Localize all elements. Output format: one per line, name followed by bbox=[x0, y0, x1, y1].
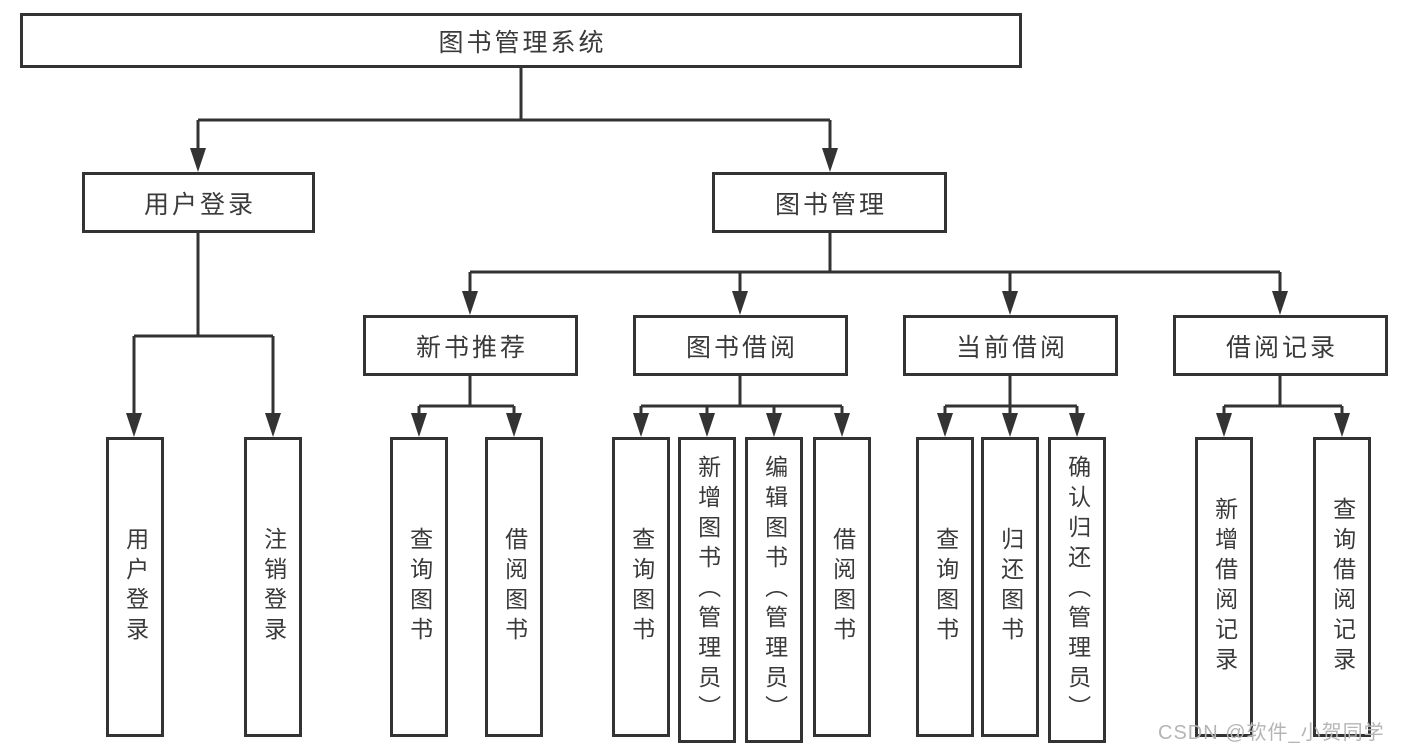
leaf-label: 用户登录 bbox=[122, 527, 149, 647]
leaf-label: 新增图书（管理员） bbox=[694, 455, 721, 725]
leaf-label: 确认归还（管理员） bbox=[1064, 455, 1091, 725]
arrow-down-icon bbox=[1002, 291, 1018, 315]
arrow-down-icon bbox=[1334, 413, 1350, 437]
leaf-label: 查询图书 bbox=[406, 527, 433, 647]
leaf-label: 借阅图书 bbox=[829, 527, 856, 647]
arrow-down-icon bbox=[766, 413, 782, 437]
leaf-label: 查询图书 bbox=[628, 527, 655, 647]
node-label: 当前借阅 bbox=[955, 333, 1068, 362]
arrowheads bbox=[126, 148, 1350, 437]
connector-user-login-to-leaves bbox=[132, 233, 275, 415]
node-book-borrowing: 图书借阅 bbox=[633, 315, 848, 376]
leaf-label: 归还图书 bbox=[997, 527, 1024, 647]
leaf-label: 查询图书 bbox=[932, 527, 959, 647]
leaf-label: 借阅图书 bbox=[501, 527, 528, 647]
leaf-borrow-books: 借阅图书 bbox=[813, 437, 871, 737]
arrow-down-icon bbox=[265, 413, 281, 437]
arrow-down-icon bbox=[411, 413, 427, 437]
node-label: 新书推荐 bbox=[415, 333, 528, 362]
leaf-edit-books-admin: 编辑图书（管理员） bbox=[745, 437, 803, 743]
node-new-book-recommendation: 新书推荐 bbox=[363, 315, 578, 376]
node-label: 借阅记录 bbox=[1225, 333, 1338, 362]
leaf-query-books: 查询图书 bbox=[916, 437, 974, 737]
node-label: 图书管理系统 bbox=[438, 28, 607, 57]
arrow-down-icon bbox=[190, 148, 206, 172]
arrow-down-icon bbox=[633, 413, 649, 437]
leaf-label: 新增借阅记录 bbox=[1211, 497, 1238, 677]
node-book-management: 图书管理 bbox=[712, 172, 947, 233]
leaf-label: 查询借阅记录 bbox=[1329, 497, 1356, 677]
arrow-down-icon bbox=[506, 413, 522, 437]
leaf-logout: 注销登录 bbox=[244, 437, 302, 737]
watermark: CSDN @软件_小贺同学 bbox=[1158, 722, 1385, 744]
node-label: 用户登录 bbox=[143, 190, 256, 219]
node-library-management-system: 图书管理系统 bbox=[20, 13, 1022, 68]
connector-new-books-to-leaves bbox=[417, 376, 516, 415]
node-user-login: 用户登录 bbox=[82, 172, 315, 233]
arrow-down-icon bbox=[822, 148, 838, 172]
leaf-label: 编辑图书（管理员） bbox=[761, 455, 788, 725]
leaf-query-books: 查询图书 bbox=[612, 437, 670, 737]
arrow-down-icon bbox=[699, 413, 715, 437]
node-borrowing-records: 借阅记录 bbox=[1173, 315, 1388, 376]
leaf-borrow-books: 借阅图书 bbox=[485, 437, 543, 737]
arrow-down-icon bbox=[834, 413, 850, 437]
arrow-down-icon bbox=[1002, 413, 1018, 437]
connector-book-borrow-to-leaves bbox=[639, 376, 844, 415]
arrow-down-icon bbox=[937, 413, 953, 437]
arrow-down-icon bbox=[1216, 413, 1232, 437]
arrow-down-icon bbox=[126, 413, 142, 437]
leaf-user-login: 用户登录 bbox=[106, 437, 164, 737]
connector-root-to-level1 bbox=[196, 68, 832, 150]
arrow-down-icon bbox=[462, 291, 478, 315]
leaf-confirm-return-admin: 确认归还（管理员） bbox=[1048, 437, 1106, 743]
node-label: 图书管理 bbox=[774, 190, 887, 219]
arrow-down-icon bbox=[1272, 291, 1288, 315]
connector-book-mgmt-to-level2 bbox=[468, 233, 1282, 293]
leaf-label: 注销登录 bbox=[260, 527, 287, 647]
arrow-down-icon bbox=[732, 291, 748, 315]
connector-current-borrow-to-leaves bbox=[943, 376, 1079, 415]
leaf-query-books: 查询图书 bbox=[390, 437, 448, 737]
leaf-query-borrow-record: 查询借阅记录 bbox=[1313, 437, 1371, 737]
connector-borrow-record-to-leaves bbox=[1222, 376, 1344, 415]
arrow-down-icon bbox=[1069, 413, 1085, 437]
leaf-return-books: 归还图书 bbox=[981, 437, 1039, 737]
leaf-add-borrow-record: 新增借阅记录 bbox=[1195, 437, 1253, 737]
leaf-add-books-admin: 新增图书（管理员） bbox=[678, 437, 736, 743]
node-label: 图书借阅 bbox=[685, 333, 798, 362]
node-current-borrowing: 当前借阅 bbox=[903, 315, 1118, 376]
